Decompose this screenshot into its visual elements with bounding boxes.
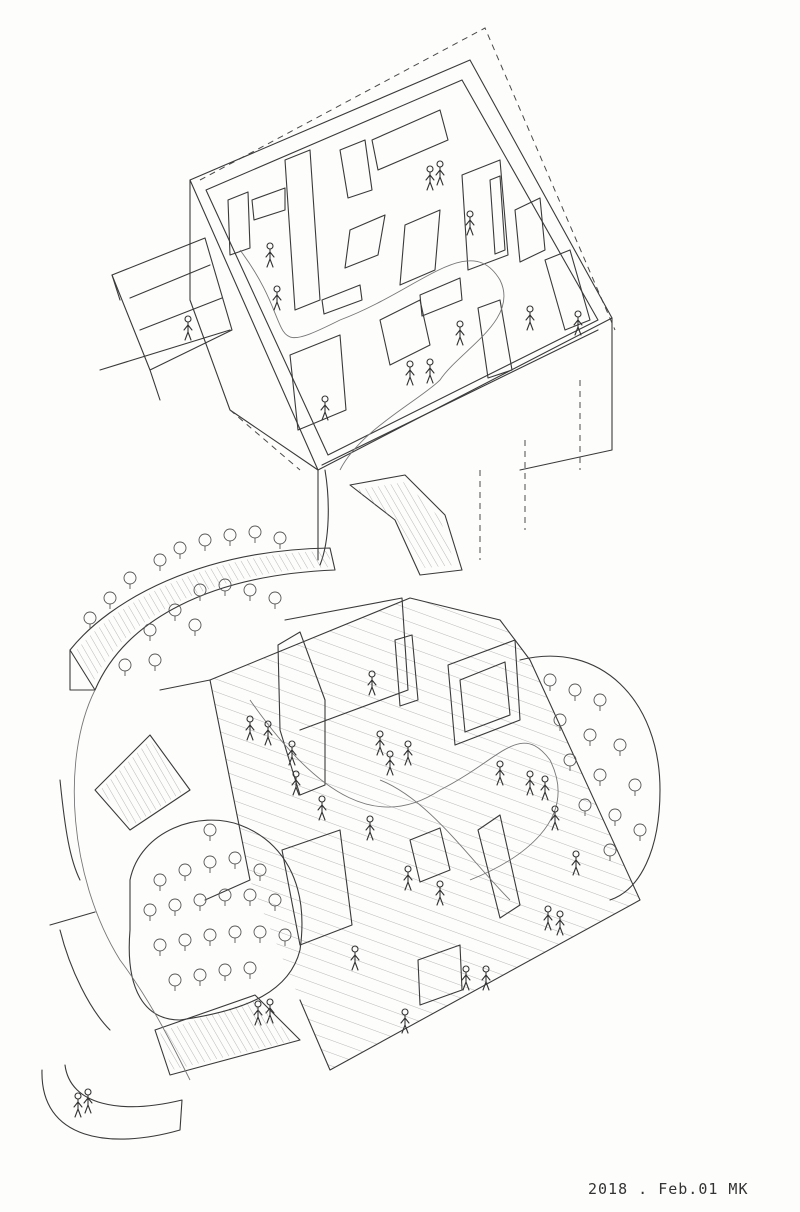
curved-ramp bbox=[41, 689, 191, 1140]
curved-bridge bbox=[69, 547, 336, 691]
signature-date: 2018 . Feb.01 MK bbox=[588, 1180, 749, 1198]
left-stairs bbox=[59, 734, 301, 1076]
garden-lower-left bbox=[128, 819, 303, 1021]
tree-cluster-upper bbox=[83, 525, 287, 677]
gallery-visitors bbox=[183, 160, 583, 421]
connecting-stair bbox=[319, 469, 481, 576]
wooden-plaza bbox=[159, 597, 641, 1071]
upper-gallery-box bbox=[99, 27, 616, 561]
tree-grove-right bbox=[519, 655, 661, 901]
